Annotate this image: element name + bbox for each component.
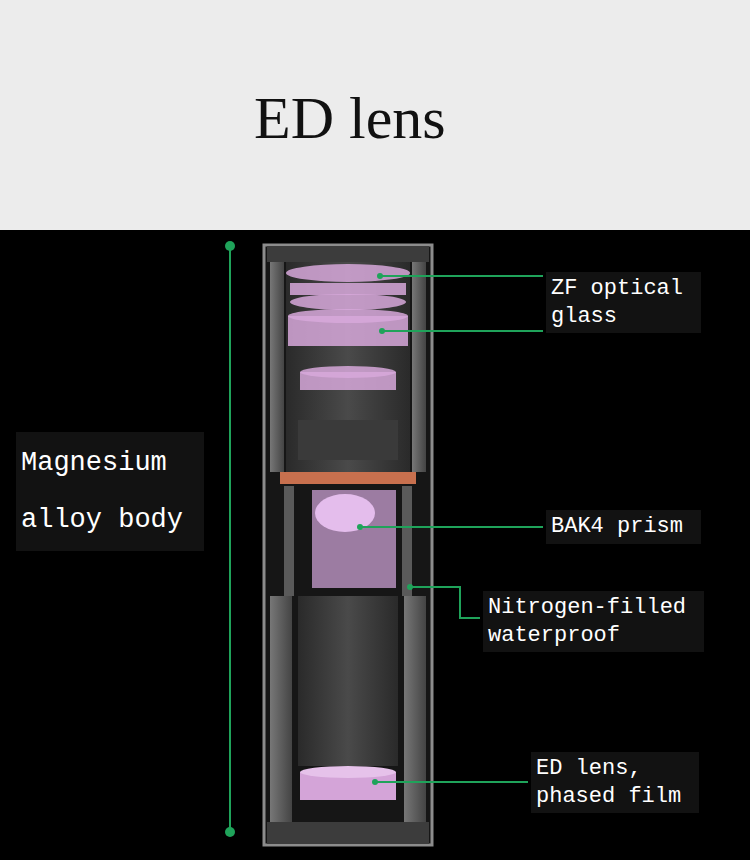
dark-ground: [0, 230, 750, 860]
leader-lines: [230, 246, 543, 832]
title-band: [0, 0, 750, 230]
title: ED lens: [254, 88, 446, 148]
leader-dots: [225, 241, 413, 837]
callout-label: ED lens, phased film: [531, 752, 699, 813]
callout-label: ZF optical glass: [546, 272, 701, 333]
callout-label: Magnesium alloy body: [16, 432, 204, 551]
callout-label: BAK4 prism: [546, 510, 701, 544]
eyepiece-lenses: [286, 264, 410, 390]
housing: [264, 245, 432, 845]
callout-label: Nitrogen-filled waterproof: [483, 591, 704, 652]
prism: [312, 490, 396, 588]
